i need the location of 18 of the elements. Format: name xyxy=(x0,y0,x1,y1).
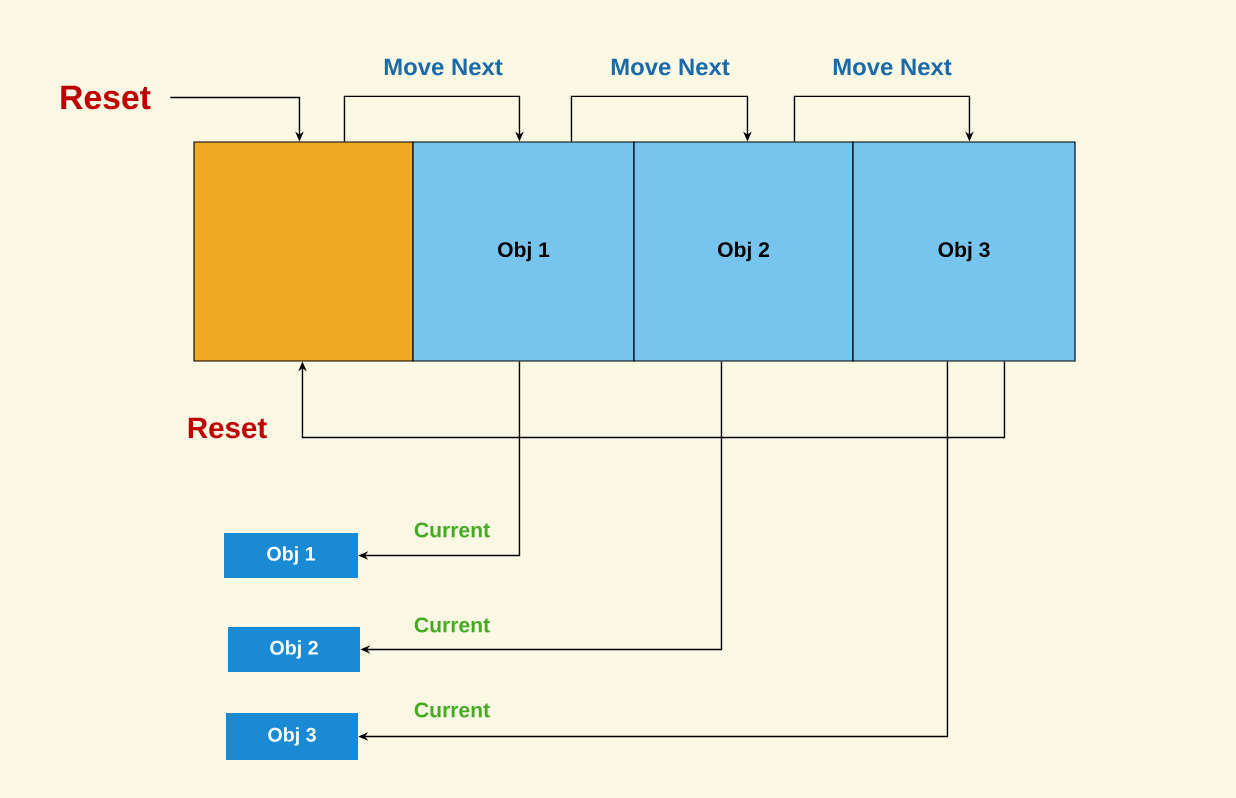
list-cell: Obj 2 xyxy=(633,141,854,362)
edge-label: Move Next xyxy=(830,57,954,77)
reset-label: Reset xyxy=(61,85,151,110)
object-box: Obj 1 xyxy=(224,533,358,578)
arrow xyxy=(343,95,524,143)
arrow xyxy=(793,95,974,143)
object-box: Obj 2 xyxy=(228,627,360,672)
edge-label: Move Next xyxy=(381,57,505,77)
edge-label: Current xyxy=(412,521,492,539)
arrow xyxy=(570,95,752,143)
arrow xyxy=(298,360,1006,439)
edge-label: Reset xyxy=(185,416,269,440)
list-cell: Obj 1 xyxy=(412,141,635,362)
edge-label: Move Next xyxy=(608,57,732,77)
edge-label: Current xyxy=(412,616,492,634)
list-cell: Obj 3 xyxy=(852,141,1076,362)
object-box: Obj 3 xyxy=(226,713,358,760)
edge-label: Current xyxy=(412,701,492,719)
